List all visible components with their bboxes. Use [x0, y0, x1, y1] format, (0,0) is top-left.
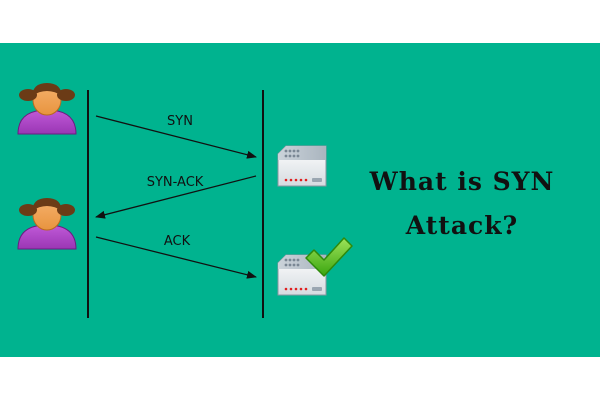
- user-icon: [17, 198, 77, 250]
- user-icon: [17, 83, 77, 135]
- syn-ack-arrow: [95, 175, 257, 219]
- syn-arrow: [95, 115, 257, 159]
- checkmark-icon: [305, 237, 353, 277]
- title-line-2: Attack?: [405, 211, 519, 240]
- ack-arrow: [95, 236, 257, 279]
- title-line-1: What is SYN: [369, 167, 555, 196]
- ack-label: ACK: [164, 234, 191, 249]
- banner-background: [0, 43, 600, 357]
- page-title: What is SYN Attack?: [342, 160, 582, 248]
- server-icon: [277, 145, 327, 187]
- syn-ack-label: SYN-ACK: [147, 175, 204, 190]
- syn-label: SYN: [167, 114, 193, 129]
